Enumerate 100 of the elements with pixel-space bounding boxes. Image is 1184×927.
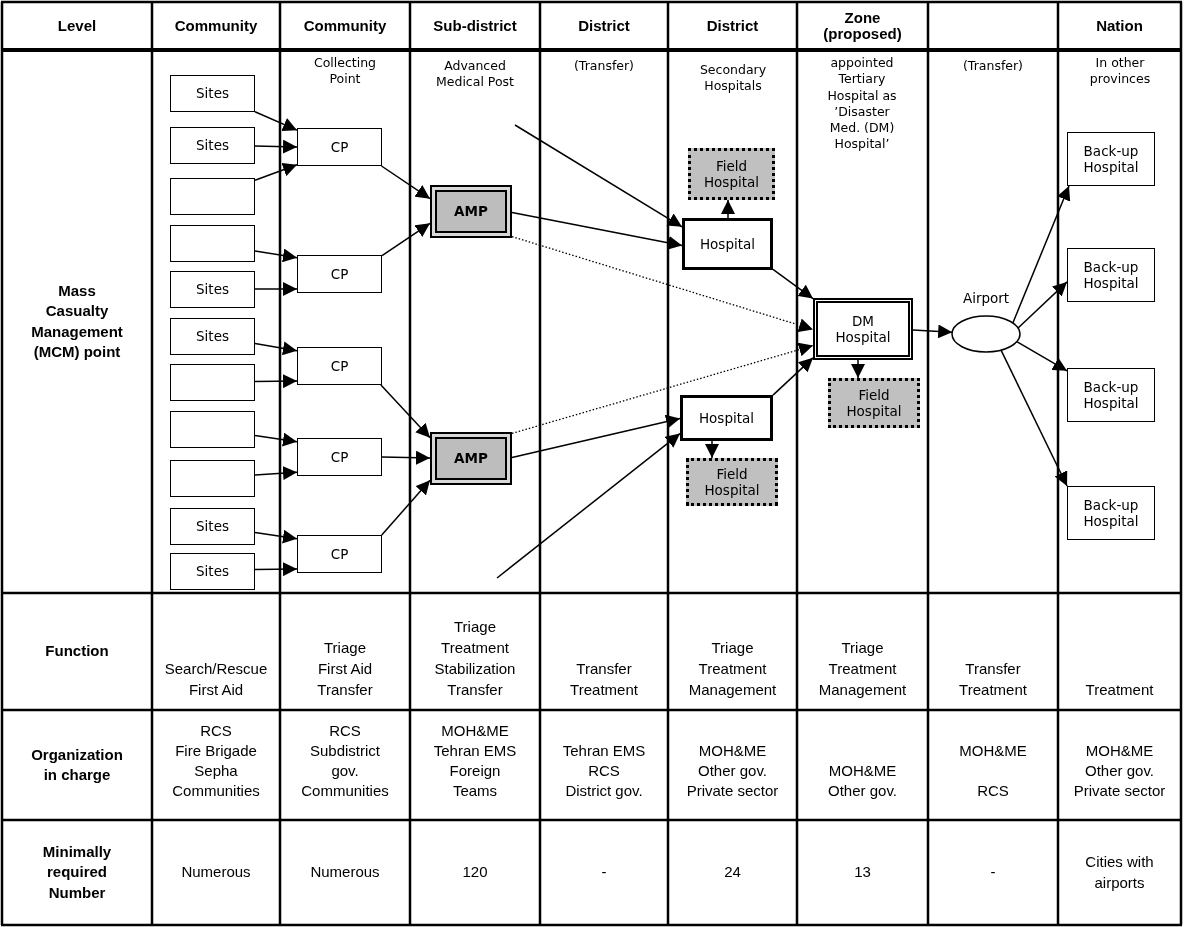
table-text: Treatment <box>441 638 509 656</box>
collecting-point-box: CP <box>297 255 382 293</box>
row-header: Minimally required Number <box>41 842 113 903</box>
table-text: Other gov. <box>1085 761 1154 779</box>
arrow <box>254 111 298 131</box>
site-box: Sites <box>170 271 255 308</box>
column-header: Sub-district <box>433 17 517 35</box>
table-text: Treatment <box>828 659 897 677</box>
arrow <box>721 199 735 219</box>
empty-box <box>170 460 255 497</box>
table-text: Triage <box>711 638 754 656</box>
hospital-box: Back-up Hospital <box>1067 486 1155 540</box>
table-text: Numerous <box>310 862 380 883</box>
column-caption: In other provinces <box>1088 55 1152 88</box>
table-text: First Aid <box>188 680 244 698</box>
empty-box <box>170 225 255 262</box>
table-text: Transfer <box>965 659 1021 677</box>
table-text: Tehran EMS <box>562 741 646 759</box>
arrow <box>380 165 431 200</box>
table-text: Treatment <box>1085 680 1154 698</box>
table-text: 13 <box>854 862 871 883</box>
arrow <box>1016 340 1068 372</box>
table-text: Other gov. <box>698 761 767 779</box>
site-box: Sites <box>170 127 255 164</box>
table-text: Private sector <box>686 781 779 799</box>
column-header: District <box>706 17 759 35</box>
arrow <box>705 440 719 459</box>
empty-box <box>170 178 255 215</box>
site-box: Sites <box>170 318 255 355</box>
table-text: MOH&ME <box>698 741 767 759</box>
site-box: Sites <box>170 553 255 590</box>
field-hospital-box: Field Hospital <box>828 378 920 428</box>
column-caption: Advanced Medical Post <box>435 58 515 91</box>
table-text: Transfer <box>447 680 503 698</box>
arrow <box>380 384 431 439</box>
column-header: Community <box>303 17 387 35</box>
table-text: Subdistrict <box>310 741 380 759</box>
column-header: Nation <box>1096 17 1143 35</box>
table-text: RCS <box>588 761 620 779</box>
arrow <box>254 432 298 447</box>
table-text: Tehran EMS <box>433 741 517 759</box>
collecting-point-box: CP <box>297 535 382 573</box>
table-text: Stabilization <box>434 659 516 677</box>
empty-box <box>170 411 255 448</box>
table-text: Other gov. <box>828 781 897 799</box>
column-caption: (Transfer) <box>963 58 1023 75</box>
arrow <box>254 562 298 577</box>
table-text: Foreign <box>449 761 501 779</box>
table-text: District gov. <box>565 781 643 799</box>
medical-post-box: AMP <box>430 185 512 238</box>
row-header: Organization in charge <box>30 744 124 785</box>
arrow <box>514 124 683 228</box>
table-text: MOH&ME <box>828 761 897 779</box>
table-text: Triage <box>324 638 366 656</box>
table-text: MOH&ME <box>441 721 509 739</box>
arrow <box>912 324 953 339</box>
table-text: RCS <box>329 721 361 739</box>
column-header: Community <box>174 17 258 35</box>
arrow <box>381 222 431 257</box>
table-text: Management <box>688 680 777 698</box>
arrow <box>1000 349 1068 487</box>
table-text: Triage <box>454 617 496 635</box>
table-text: Treatment <box>959 680 1027 698</box>
table-text: Fire Brigade <box>175 741 257 759</box>
table-text: Private sector <box>1073 781 1166 799</box>
arrow <box>381 479 431 536</box>
column-header: Level <box>57 17 97 35</box>
arrow <box>496 432 681 579</box>
table-text: Triage <box>841 638 884 656</box>
hospital-box: DM Hospital <box>813 298 913 360</box>
site-box: Sites <box>170 75 255 112</box>
table-text: RCS <box>977 781 1009 799</box>
dotted-arrow <box>511 342 814 435</box>
table-text: 24 <box>724 862 741 883</box>
table-text: Communities <box>301 781 389 799</box>
hospital-box: Hospital <box>680 395 773 441</box>
arrow <box>772 268 814 300</box>
table-text: MOH&ME <box>959 741 1027 759</box>
medical-post-box: AMP <box>430 432 512 485</box>
arrow <box>772 357 814 396</box>
table-text: Treatment <box>698 659 767 677</box>
table-text: Numerous <box>181 862 251 883</box>
table-text: Sepha <box>194 761 238 779</box>
arrow <box>254 341 298 356</box>
table-text: gov. <box>331 761 359 779</box>
column-header: Zone (proposed) <box>822 9 903 43</box>
column-caption: Secondary Hospitals <box>698 62 768 95</box>
table-text: Transfer <box>576 659 632 677</box>
site-box: Sites <box>170 508 255 545</box>
arrow <box>254 248 298 263</box>
collecting-point-box: CP <box>297 347 382 385</box>
table-text: Transfer <box>317 680 373 698</box>
arrow <box>1017 281 1068 329</box>
row-header: Mass Casualty Management (MCM) point <box>30 281 124 362</box>
arrow <box>511 211 683 250</box>
arrow <box>254 163 298 181</box>
hospital-box: Back-up Hospital <box>1067 132 1155 186</box>
arrow <box>851 359 865 379</box>
row-header: Function <box>45 641 109 662</box>
column-header: District <box>578 17 630 35</box>
